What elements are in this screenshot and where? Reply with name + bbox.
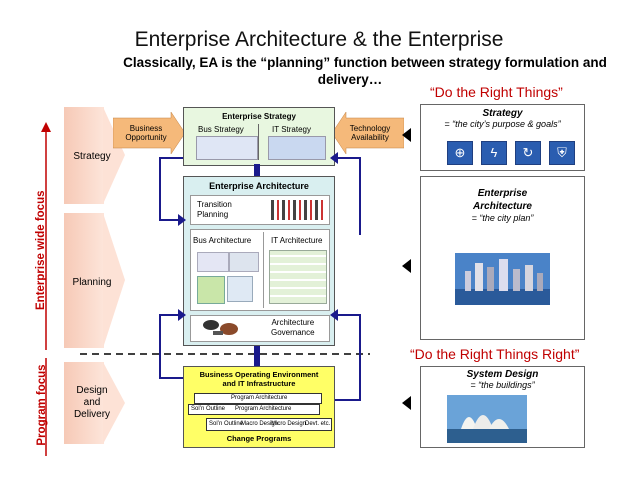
business-opportunity-line-2: Opportunity bbox=[125, 133, 167, 142]
enterprise-strategy-title: Enterprise Strategy bbox=[222, 112, 296, 121]
strategy-divider bbox=[258, 124, 259, 160]
strategy-panel-sub: = “the city’s purpose & goals” bbox=[444, 119, 561, 129]
strategy-chevron bbox=[64, 107, 104, 204]
delivery-box: Business Operating Environment and IT In… bbox=[183, 366, 335, 448]
bus-architecture-thumb-4 bbox=[227, 276, 253, 302]
architecture-panel: Bus Architecture IT Architecture bbox=[190, 229, 330, 311]
architecture-divider bbox=[263, 232, 264, 308]
sol-outline-label-1: Sol’n Outline bbox=[191, 406, 226, 412]
lightning-icon: ϟ bbox=[481, 141, 507, 165]
program-focus-label: Program focus bbox=[36, 364, 48, 446]
design-label-3: Delivery bbox=[73, 409, 111, 420]
technology-availability-line-2: Availability bbox=[351, 133, 389, 142]
enterprise-focus-arrow bbox=[41, 122, 51, 350]
business-opportunity-line-1: Business bbox=[129, 124, 163, 133]
design-label-1: Design bbox=[76, 385, 108, 396]
subtitle: Classically, EA is the “planning” functi… bbox=[105, 54, 625, 88]
do-right-things-right-quote: “Do the Right Things Right” bbox=[410, 346, 580, 362]
governance-icon bbox=[203, 320, 238, 335]
program-architecture-row-1: Program Architecture bbox=[194, 393, 322, 404]
business-opportunity-label: Business Opportunity bbox=[116, 124, 176, 142]
transition-planning-panel: Transition Planning bbox=[190, 195, 330, 225]
transition-planning-thumbnail bbox=[271, 200, 323, 220]
city-plan-image bbox=[455, 253, 550, 305]
subtitle-line-2: delivery… bbox=[317, 72, 383, 87]
strategy-panel: Strategy = “the city’s purpose & goals” … bbox=[420, 104, 585, 171]
ea-pointer bbox=[402, 259, 411, 273]
micro-design-label: Micro Design bbox=[271, 421, 307, 427]
design-stages-row: Sol’n Outline Macro Design Micro Design … bbox=[206, 418, 332, 431]
boe-line-2: and IT Infrastructure bbox=[222, 379, 296, 388]
strategy-panel-title: Strategy bbox=[482, 108, 523, 119]
program-architecture-label-2: Program Architecture bbox=[235, 406, 292, 412]
it-strategy-label: IT Strategy bbox=[272, 125, 311, 134]
subtitle-line-1: Classically, EA is the “planning” functi… bbox=[123, 55, 607, 70]
system-design-panel: System Design = “the buildings” bbox=[420, 366, 585, 448]
technology-availability-arrow bbox=[332, 112, 404, 154]
bus-architecture-thumb-1 bbox=[197, 252, 229, 272]
governance-label: Architecture Governance bbox=[271, 318, 315, 338]
enterprise-architecture-title: Enterprise Architecture bbox=[209, 181, 309, 191]
design-chevron bbox=[64, 362, 104, 444]
governance-panel: Architecture Governance bbox=[190, 315, 330, 342]
ea-panel-title: Enterprise Architecture bbox=[421, 187, 584, 213]
strategy-pointer bbox=[402, 128, 411, 142]
buildings-image bbox=[447, 395, 527, 443]
ea-panel-title-1: Enterprise bbox=[477, 188, 528, 199]
right-loop-arrows bbox=[330, 152, 361, 401]
sol-outline-label-2: Sol’n Outline bbox=[209, 421, 244, 427]
bus-strategy-thumbnail bbox=[196, 136, 258, 160]
enterprise-architecture-box: Enterprise Architecture Transition Plann… bbox=[183, 176, 335, 346]
refresh-icon: ↻ bbox=[515, 141, 541, 165]
devt-label: Devt. etc. bbox=[305, 421, 331, 427]
shield-icon: ⛨ bbox=[549, 141, 575, 165]
change-programs-label: Change Programs bbox=[226, 434, 292, 443]
bus-architecture-thumb-2 bbox=[229, 252, 259, 272]
enterprise-strategy-box: Enterprise Strategy Bus Strategy IT Stra… bbox=[183, 107, 335, 166]
technology-availability-label: Technology Availability bbox=[340, 124, 400, 142]
system-design-pointer bbox=[402, 396, 411, 410]
governance-line-2: Governance bbox=[271, 328, 315, 337]
business-opportunity-arrow bbox=[113, 112, 185, 154]
ea-panel: Enterprise Architecture = “the city plan… bbox=[420, 176, 585, 340]
bus-architecture-thumb-3 bbox=[197, 276, 225, 304]
left-loop-arrows bbox=[159, 157, 186, 379]
enterprise-focus-label: Enterprise wide focus bbox=[35, 190, 47, 310]
design-chevron-tip bbox=[103, 362, 125, 444]
system-design-title: System Design bbox=[466, 369, 539, 380]
ea-panel-sub: = “the city plan” bbox=[471, 213, 534, 223]
strategy-label: Strategy bbox=[73, 151, 111, 162]
system-design-sub: = “the buildings” bbox=[470, 380, 535, 390]
boe-line-1: Business Operating Environment bbox=[199, 370, 319, 379]
technology-availability-line-1: Technology bbox=[349, 124, 391, 133]
bus-strategy-label: Bus Strategy bbox=[198, 125, 244, 134]
ea-panel-title-2: Architecture bbox=[473, 201, 532, 212]
design-label-2: and bbox=[83, 397, 101, 408]
governance-line-1: Architecture bbox=[271, 318, 315, 327]
page-title: Enterprise Architecture & the Enterprise bbox=[134, 28, 504, 51]
planning-chevron-tip bbox=[103, 213, 125, 348]
it-architecture-thumb bbox=[269, 250, 327, 304]
design-label: Design and Delivery bbox=[64, 385, 120, 421]
planning-label: Planning bbox=[72, 277, 112, 288]
it-architecture-label: IT Architecture bbox=[271, 236, 323, 245]
do-right-things-quote: “Do the Right Things” bbox=[430, 84, 563, 100]
globe-icon: ⊕ bbox=[447, 141, 473, 165]
boe-title: Business Operating Environment and IT In… bbox=[184, 370, 334, 388]
transition-planning-line-2: Planning bbox=[197, 210, 229, 219]
transition-planning-line-1: Transition bbox=[197, 200, 232, 209]
program-architecture-label-1: Program Architecture bbox=[231, 395, 288, 401]
program-divider bbox=[80, 353, 370, 355]
bus-architecture-label: Bus Architecture bbox=[193, 236, 252, 245]
planning-chevron bbox=[64, 213, 104, 348]
program-architecture-row-2: Sol’n Outline Program Architecture bbox=[188, 404, 320, 415]
it-strategy-thumbnail bbox=[268, 136, 326, 160]
macro-design-label: Macro Design bbox=[241, 421, 279, 427]
strategy-chevron-tip bbox=[103, 107, 125, 204]
program-focus-arrow bbox=[45, 358, 47, 456]
transition-planning-label: Transition Planning bbox=[197, 200, 232, 220]
